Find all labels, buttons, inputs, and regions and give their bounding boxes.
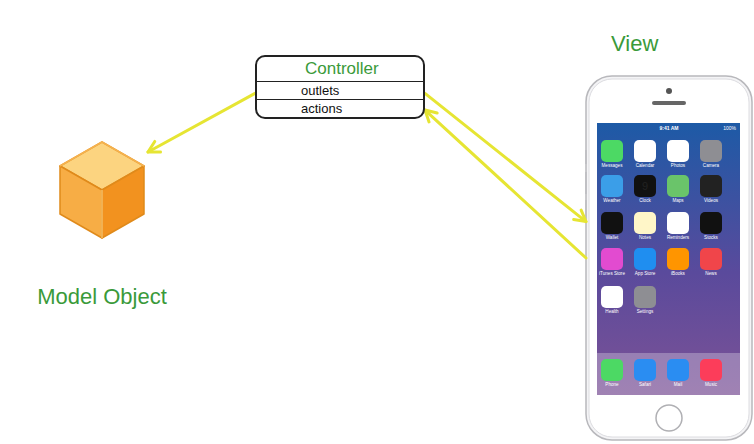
status-text: 9:41 AM [660,126,679,131]
app-name: Settings [637,310,654,315]
app-icon [601,175,623,197]
app-name: News [705,272,717,277]
app-icon [601,359,623,381]
controller-box: Controlleroutletsactions [255,55,425,119]
app-name: Stocks [704,236,718,241]
app-icon [700,248,722,270]
app-name: Clock [639,199,651,204]
app-name: Photos [671,164,685,169]
app-name: Messages [602,164,623,169]
connector-arrow [148,93,255,152]
model-cube [60,142,144,238]
calendar-date: 9 [642,181,648,192]
app-icon [634,175,656,197]
connector-arrow [425,110,586,258]
app-name: Phone [605,383,618,388]
outlets-row: outlets [257,81,423,99]
app-name: Safari [639,383,651,388]
app-icon [634,140,656,162]
model-object: Model Object [56,140,148,240]
app-name: Health [605,310,618,315]
app-icon [667,212,689,234]
controller-title: Controller [257,57,423,81]
app-icon [700,212,722,234]
app-icon [700,140,722,162]
connector-arrow [425,93,586,221]
app-name: iTunes Store [599,272,625,277]
app-name: Reminders [667,236,689,241]
app-name: Calendar [636,164,655,169]
model-label: Model Object [31,284,173,310]
app-name: Music [705,383,717,388]
app-icon [601,248,623,270]
app-name: Camera [703,164,719,169]
view-phone: View9:41 AM100%9MessagesCalendarPhotosCa… [586,76,752,440]
app-name: iBooks [671,272,685,277]
app-name: Notes [639,236,651,241]
app-name: App Store [635,272,655,277]
iphone [585,76,752,440]
app-icon [667,248,689,270]
app-name: Weather [603,199,620,204]
app-icon [700,175,722,197]
view-label: View [611,31,658,57]
app-name: Maps [672,199,683,204]
app-icon [667,140,689,162]
app-icon [634,212,656,234]
app-icon [634,359,656,381]
app-icon [634,248,656,270]
app-name: Mail [674,383,682,388]
app-icon [634,286,656,308]
app-icon [601,140,623,162]
app-icon [601,286,623,308]
controller-box-fill [256,56,424,116]
app-name: Wallet [606,236,619,241]
app-name: Videos [704,199,718,204]
actions-row: actions [257,99,423,117]
app-icon [601,212,623,234]
status-text: 100% [723,126,736,131]
app-icon [667,175,689,197]
app-icon [700,359,722,381]
app-icon [667,359,689,381]
